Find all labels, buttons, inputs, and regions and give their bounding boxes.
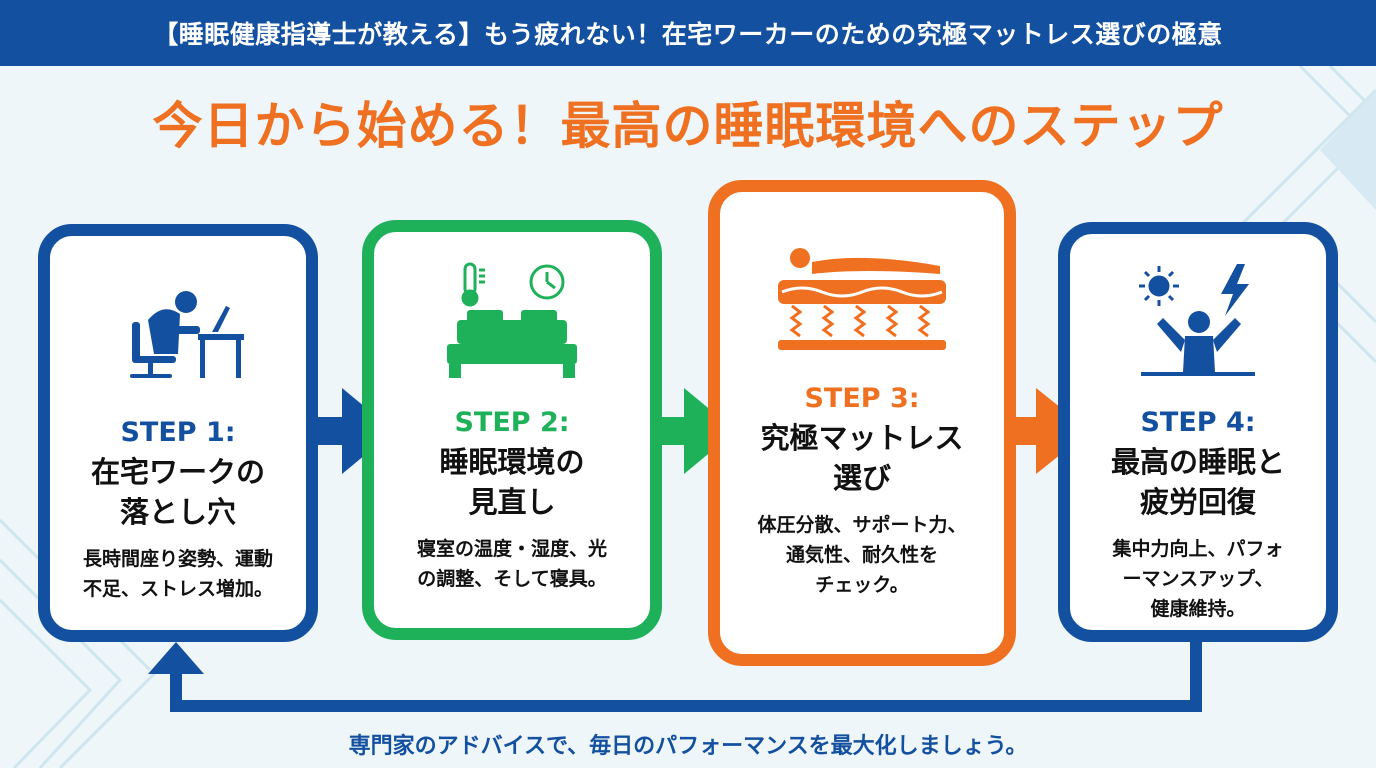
step-4-title: 最高の睡眠と 疲労回復	[1110, 445, 1285, 519]
sun-icon	[1139, 266, 1179, 306]
step-2-card: STEP 2: 睡眠環境の 見直し 寝室の温度・湿度、光 の調整、そして寝具。	[362, 220, 662, 640]
person-arms-up-icon	[1141, 311, 1255, 376]
lightning-bolt-icon	[1221, 264, 1249, 316]
person-on-spring-mattress-icon	[778, 248, 946, 350]
step-1-title: 在宅ワークの 落とし穴	[90, 455, 265, 529]
step-1-card: STEP 1: 在宅ワークの 落とし穴 長時間座り姿勢、運動 不足、ストレス増加…	[38, 224, 318, 642]
step-3-card: STEP 3: 究極マットレス 選び 体圧分散、サポート力、 通気性、耐久性を …	[708, 180, 1016, 666]
step-3-label: STEP 3:	[804, 383, 920, 414]
step-2-description: 寝室の温度・湿度、光 の調整、そして寝具。	[416, 538, 607, 590]
banner-title: 【睡眠健康指導士が教える】もう疲れない！在宅ワーカーのための究極マットレス選びの…	[153, 20, 1223, 49]
top-banner: 【睡眠健康指導士が教える】もう疲れない！在宅ワーカーのための究極マットレス選びの…	[0, 0, 1376, 66]
step-1-label: STEP 1:	[120, 417, 236, 448]
step-4-label: STEP 4:	[1140, 407, 1256, 438]
step-4-description: 集中力向上、パフォ ーマンスアップ、 健康維持。	[1112, 538, 1284, 620]
page-headline: 今日から始める！最高の睡眠環境へのステップ	[152, 97, 1224, 155]
step-3-title: 究極マットレス 選び	[760, 421, 964, 495]
energized-person-sun-bolt-icon	[1139, 264, 1255, 376]
step-3-description: 体圧分散、サポート力、 通気性、耐久性を チェック。	[757, 514, 967, 596]
bed-thermometer-clock-icon	[447, 262, 577, 378]
step-2-label: STEP 2:	[454, 407, 570, 438]
loop-back-connector	[170, 640, 1202, 712]
step-4-card: STEP 4: 最高の睡眠と 疲労回復 集中力向上、パフォ ーマンスアップ、 健…	[1058, 222, 1338, 642]
bed-icon	[447, 310, 577, 378]
loop-back-arrowhead	[148, 642, 204, 674]
step-2-title: 睡眠環境の 見直し	[439, 445, 585, 519]
person-slumped-at-desk-icon	[130, 291, 244, 378]
thermometer-icon	[461, 262, 485, 307]
step-1-description: 長時間座り姿勢、運動 不足、ストレス増加。	[82, 548, 273, 600]
clock-icon	[529, 264, 565, 300]
footer-message: 専門家のアドバイスで、毎日のパフォーマンスを最大化しましょう。	[348, 734, 1028, 759]
